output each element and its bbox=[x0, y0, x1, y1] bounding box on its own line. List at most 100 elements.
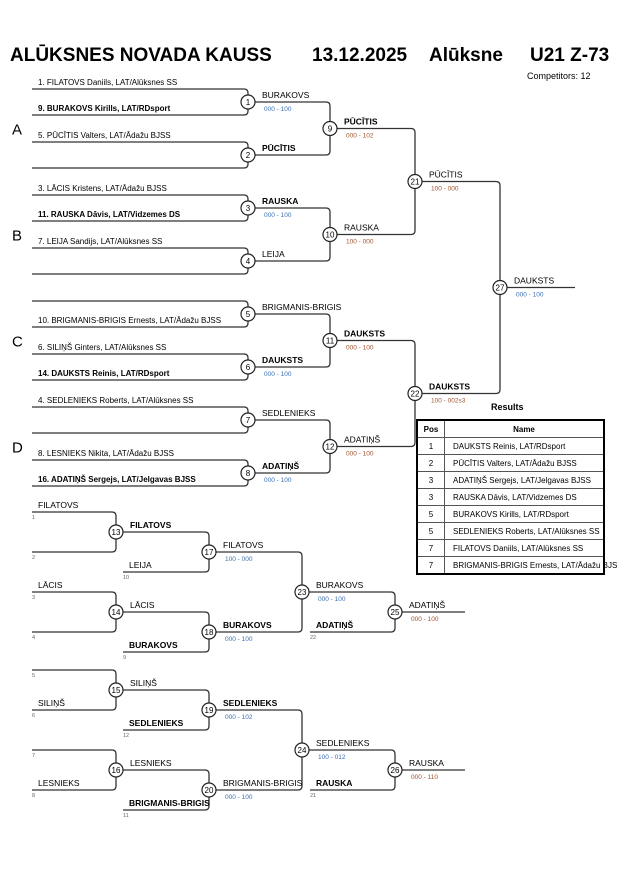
match-8: 8 bbox=[240, 465, 256, 481]
match-number: 10 bbox=[326, 231, 335, 240]
result-name: PŪCĪTIS Valters, LAT/Ādažu BJSS bbox=[444, 454, 605, 472]
match-number: 11 bbox=[326, 337, 335, 346]
entrant-reference: 11 bbox=[123, 813, 129, 819]
bracket-line bbox=[32, 591, 117, 633]
match-winner: BRIGMANIS-BRIGIS bbox=[262, 302, 342, 312]
match-winner: DAUKSTS bbox=[344, 329, 385, 339]
match-score: 000 - 100 bbox=[225, 636, 253, 643]
match-27: 27 bbox=[492, 279, 508, 296]
match-winner: BURAKOVS bbox=[316, 580, 364, 590]
match-number: 4 bbox=[246, 257, 251, 266]
match-18: 18 bbox=[201, 624, 217, 640]
player-entry: 5. PŪCĪTIS Valters, LAT/Ādažu BJSS bbox=[38, 131, 171, 140]
match-winner: SILIŅŠ bbox=[130, 678, 157, 688]
repechage-entrant: BURAKOVS bbox=[129, 640, 178, 650]
match-1: 1 bbox=[240, 94, 256, 110]
match-winner: RAUSKA bbox=[409, 758, 444, 768]
match-number-circle bbox=[201, 544, 217, 560]
match-score: 000 - 100 bbox=[346, 345, 374, 352]
event-title: ALŪKSNES NOVADA KAUSS bbox=[10, 45, 272, 66]
match-6: 6 bbox=[240, 359, 256, 375]
entrant-reference: 21 bbox=[310, 793, 316, 799]
repechage-entrant: RAUSKA bbox=[316, 778, 352, 788]
match-22: 22 bbox=[407, 385, 423, 402]
match-winner: PŪCĪTIS bbox=[262, 143, 296, 153]
bracket-line bbox=[32, 406, 249, 434]
player-entry: 1. FILATOVS Daniils, LAT/Alūksnes SS bbox=[38, 78, 177, 87]
bracket-line bbox=[415, 180, 501, 395]
result-position: 3 bbox=[416, 488, 445, 506]
bracket-line bbox=[32, 141, 249, 169]
result-position: 2 bbox=[416, 454, 445, 472]
match-12: 12 bbox=[322, 438, 338, 455]
result-position: 1 bbox=[416, 437, 445, 455]
match-score: 000 - 100 bbox=[411, 616, 439, 623]
match-number-circle bbox=[322, 438, 338, 455]
bracket-line bbox=[330, 127, 416, 236]
match-number: 3 bbox=[246, 204, 251, 213]
match-number-circle bbox=[240, 359, 256, 375]
repechage-entrant: LESNIEKS bbox=[38, 778, 80, 788]
bracket-line bbox=[32, 511, 117, 553]
entrant-reference: 6 bbox=[32, 713, 35, 719]
competitors-count: Competitors: 12 bbox=[527, 71, 591, 81]
result-position: 5 bbox=[416, 505, 445, 523]
player-entry: 8. LESNIEKS Nikita, LAT/Ādažu BJSS bbox=[38, 449, 174, 458]
match-number-circle bbox=[492, 279, 508, 296]
match-26: 26 bbox=[387, 762, 403, 778]
entrant-reference: 1 bbox=[32, 515, 35, 521]
match-7: 7 bbox=[240, 412, 256, 428]
match-number-circle bbox=[201, 702, 217, 718]
result-position: 3 bbox=[416, 471, 445, 489]
match-score: 000 - 110 bbox=[411, 774, 438, 781]
match-number-circle bbox=[240, 147, 256, 163]
match-number: 1 bbox=[246, 98, 251, 107]
entrant-reference: 4 bbox=[32, 635, 35, 641]
match-number: 17 bbox=[205, 548, 214, 557]
match-winner: FILATOVS bbox=[223, 540, 264, 550]
match-winner: ADATIŅŠ bbox=[409, 600, 446, 610]
match-11: 11 bbox=[322, 332, 338, 349]
match-number-circle bbox=[407, 173, 423, 190]
match-number-circle bbox=[201, 624, 217, 640]
match-winner: LEIJA bbox=[262, 249, 285, 259]
result-name: SEDLENIEKS Roberts, LAT/Alūksnes SS bbox=[444, 522, 605, 540]
player-entry: 9. BURAKOVS Kirills, LAT/RDsport bbox=[38, 104, 171, 113]
match-winner: SEDLENIEKS bbox=[316, 738, 370, 748]
match-number-circle bbox=[294, 584, 310, 600]
repechage-entrant: LEIJA bbox=[129, 560, 152, 570]
match-winner: LĀCIS bbox=[130, 600, 155, 610]
match-5: 5 bbox=[240, 306, 256, 322]
match-score: 000 - 100 bbox=[264, 371, 292, 378]
match-winner: PŪCĪTIS bbox=[429, 170, 463, 180]
match-number: 21 bbox=[411, 178, 420, 187]
match-24: 24 bbox=[294, 742, 310, 758]
player-entry: 6. SILIŅŠ Ginters, LAT/Alūksnes SS bbox=[38, 343, 166, 352]
event-place: Alūksne bbox=[429, 45, 503, 66]
match-number: 26 bbox=[391, 766, 400, 775]
match-number: 12 bbox=[326, 443, 335, 452]
match-number: 24 bbox=[298, 746, 307, 755]
bracket-line bbox=[330, 339, 416, 448]
match-winner: SEDLENIEKS bbox=[262, 408, 316, 418]
result-name: FILATOVS Daniils, LAT/Alūksnes SS bbox=[444, 539, 605, 557]
match-19: 19 bbox=[201, 702, 217, 718]
weight-category: U21 Z-73 bbox=[530, 45, 610, 66]
result-name: RAUSKA Dāvis, LAT/Vidzemes DS bbox=[444, 488, 605, 506]
match-score: 100 - 000 bbox=[346, 239, 374, 246]
match-score: 000 - 100 bbox=[516, 292, 544, 299]
pool-label: C bbox=[12, 334, 23, 351]
match-winner: DAUKSTS bbox=[429, 382, 470, 392]
repechage-entrant: LĀCIS bbox=[38, 580, 63, 590]
match-number-circle bbox=[387, 762, 403, 778]
match-14: 14 bbox=[108, 604, 124, 620]
match-number-circle bbox=[322, 120, 338, 137]
match-number-circle bbox=[108, 682, 124, 698]
match-winner: SEDLENIEKS bbox=[223, 698, 278, 708]
